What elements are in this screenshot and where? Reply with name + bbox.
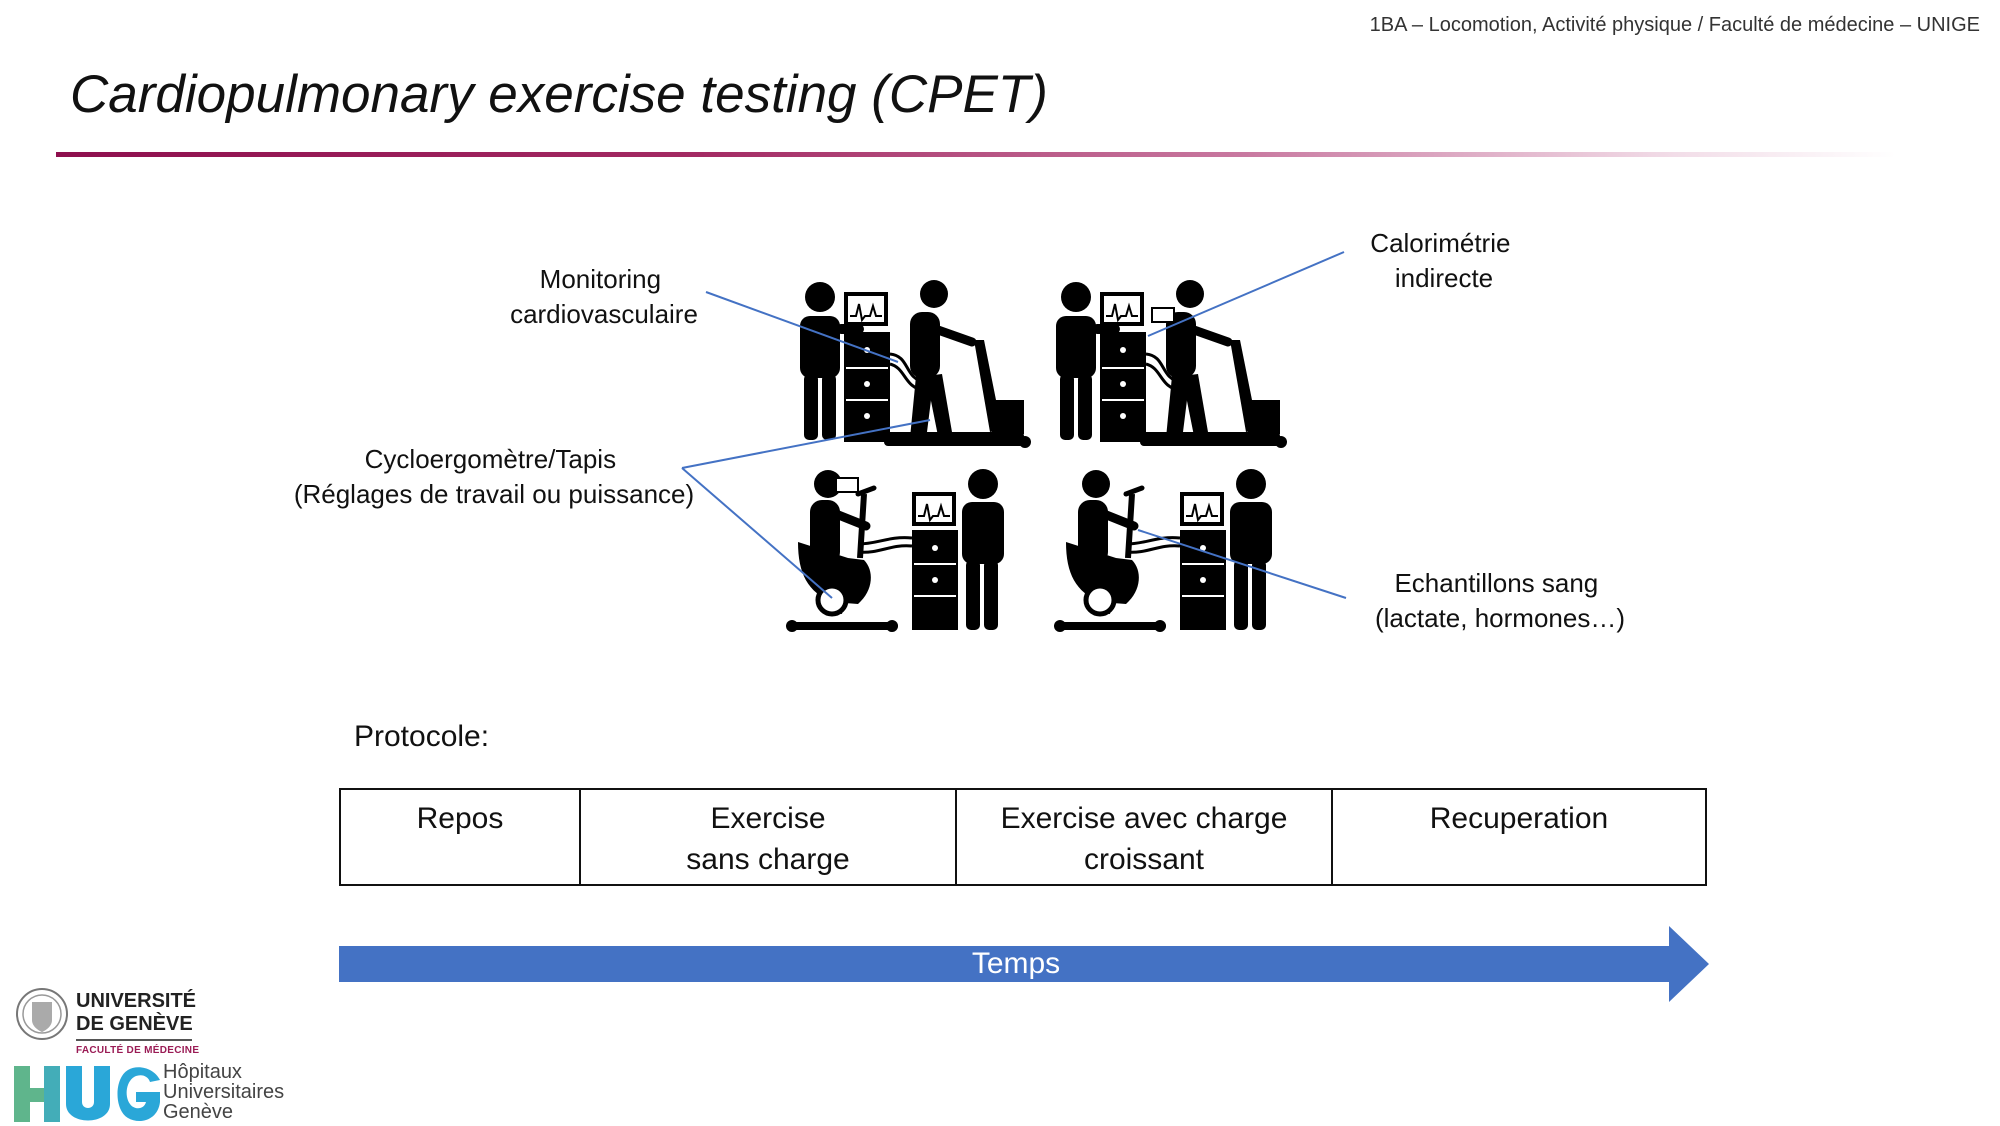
protocol-label: Protocole: bbox=[354, 720, 490, 753]
bike-test-icon bbox=[786, 469, 1004, 632]
slide-title: Cardiopulmonary exercise testing (CPET) bbox=[70, 65, 1048, 124]
unige-logo-text: UNIVERSITÉ DE GENÈVE bbox=[76, 990, 197, 1035]
leader-line-ergometer-bike bbox=[681, 467, 833, 599]
unige-seal-icon bbox=[16, 988, 68, 1040]
treadmill-mask-test-icon bbox=[1056, 280, 1287, 448]
hug-logo-icon bbox=[14, 1066, 160, 1122]
title-underline bbox=[56, 152, 1896, 157]
leader-line-blood bbox=[1137, 529, 1347, 599]
protocol-phases-table: Repos Exercise sans charge Exercise avec… bbox=[339, 788, 1707, 886]
course-header: 1BA – Locomotion, Activité physique / Fa… bbox=[1369, 14, 1980, 36]
leader-line-monitoring bbox=[705, 291, 899, 363]
label-calorimetry: Calorimétrie indirecte bbox=[1370, 228, 1517, 293]
bike-blood-test-icon bbox=[1054, 469, 1272, 632]
label-ergometer: Cycloergomètre/Tapis (Réglages de travai… bbox=[294, 444, 694, 509]
leader-line-ergometer-treadmill bbox=[681, 419, 931, 469]
phase-unloaded-exercise: Exercise sans charge bbox=[581, 790, 957, 884]
mask-icon bbox=[1151, 307, 1175, 323]
phase-recovery: Recuperation bbox=[1429, 802, 1609, 835]
leader-line-calorimetry bbox=[1147, 251, 1345, 337]
phase-rest: Repos bbox=[341, 790, 581, 884]
mask-icon bbox=[835, 477, 859, 493]
phase-incremental-exercise: Exercise avec charge croissant bbox=[957, 790, 1333, 884]
label-blood: Echantillons sang (lactate, hormones…) bbox=[1375, 568, 1625, 633]
hug-logo-text: Hôpitaux Universitaires Genève bbox=[163, 1061, 285, 1123]
unige-divider bbox=[76, 1039, 192, 1041]
time-axis-label: Temps bbox=[971, 947, 1061, 980]
label-monitoring: Monitoring cardiovasculaire bbox=[510, 264, 698, 329]
time-arrow bbox=[339, 926, 1709, 1002]
unige-faculty-text: FACULTÉ DE MÉDECINE bbox=[76, 1045, 200, 1056]
